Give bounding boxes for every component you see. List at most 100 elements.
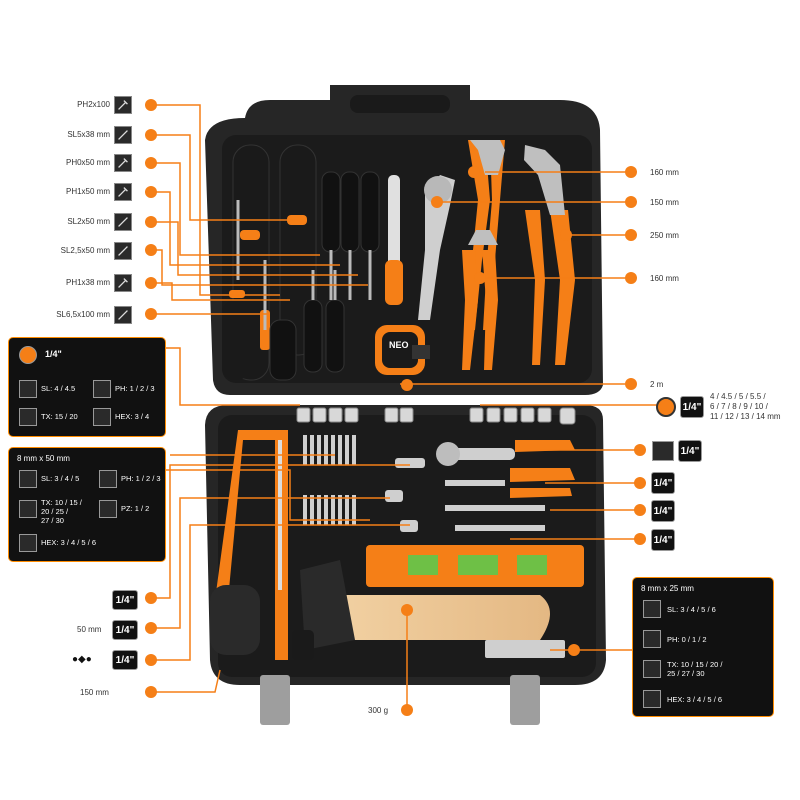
label-sl25x50: SL2,5x50 mm [60, 246, 110, 255]
label-pliers-160-a: 160 mm [650, 168, 679, 177]
hex-bit-icon [643, 690, 661, 708]
bits-panel-1: 1/4" SL: 4 / 4.5 PH: 1 / 2 / 3 TX: 15 / … [8, 337, 166, 437]
label-ph1x38: PH1x38 mm [65, 278, 110, 287]
bits-set [303, 435, 356, 525]
pozidriv-bit-icon [99, 500, 117, 518]
drive-nutdriver-b: 1/4" [651, 500, 675, 522]
label-sl5x38: SL5x38 mm [67, 130, 110, 139]
panel1-sl: SL: 4 / 4.5 [41, 384, 76, 393]
marker-dot [145, 99, 157, 111]
label-tape-length: 2 m [650, 380, 664, 389]
slotted-icon [114, 306, 132, 324]
hex-socket-icon [19, 346, 37, 364]
label-pliers-150: 150 mm [650, 198, 679, 207]
phillips-icon [114, 96, 132, 114]
drive-adapter-b: 1/4" [112, 650, 138, 670]
phillips-bit-icon [643, 630, 661, 648]
panel2-tx: TX: 10 / 15 / 20 / 25 / 27 / 30 [41, 498, 82, 525]
ratchet-icon [652, 441, 674, 461]
panel2-hex: HEX: 3 / 4 / 5 / 6 [41, 538, 97, 547]
label-sl2x50: SL2x50 mm [67, 217, 110, 226]
bits-panel-2: 8 mm x 50 mm SL: 3 / 4 / 5 PH: 1 / 2 / 3… [8, 447, 166, 562]
marker-dot [145, 686, 157, 698]
panel3-hex: HEX: 3 / 4 / 5 / 6 [667, 695, 723, 704]
phillips-bit-icon [99, 470, 117, 488]
marker-dot [625, 272, 637, 284]
socket-sizes: 4 / 4.5 / 5 / 5.5 / 6 / 7 / 8 / 9 / 10 /… [710, 392, 781, 421]
panel2-ph: PH: 1 / 2 / 3 [121, 474, 161, 483]
label-ph2x100: PH2x100 [77, 100, 110, 109]
drive-nutdriver-a: 1/4" [651, 472, 675, 494]
short-bits [485, 640, 565, 658]
pliers-heads [468, 140, 565, 245]
marker-dot [468, 166, 480, 178]
ratchet-and-adapters [385, 440, 575, 532]
marker-dot [634, 504, 646, 516]
marker-dot [634, 477, 646, 489]
panel2-title: 8 mm x 50 mm [17, 454, 70, 463]
marker-dot [625, 378, 637, 390]
panel1-drive: 1/4" [45, 349, 62, 359]
marker-dot [145, 592, 157, 604]
spirit-level [366, 545, 584, 587]
panel1-hex: HEX: 3 / 4 [115, 412, 150, 421]
marker-dot [401, 704, 413, 716]
label-hammer-weight: 300 g [368, 706, 389, 715]
marker-dot [625, 229, 637, 241]
torx-bit-icon [19, 408, 37, 426]
marker-dot [145, 308, 157, 320]
panel3-tx: TX: 10 / 15 / 20 / 25 / 27 / 30 [667, 660, 723, 678]
marker-dot [634, 444, 646, 456]
panel3-ph: PH: 0 / 1 / 2 [667, 635, 707, 644]
socket-adapter-symbol: ●◆● [72, 654, 92, 665]
panel2-sl: SL: 3 / 4 / 5 [41, 474, 80, 483]
label-saw-length: 150 mm [80, 688, 109, 697]
case-latches [260, 675, 540, 725]
label-ph1x50: PH1x50 mm [65, 187, 110, 196]
marker-dot [634, 533, 646, 545]
panel1-tx: TX: 15 / 20 [41, 412, 78, 421]
label-pliers-250: 250 mm [650, 231, 679, 240]
label-sl65x100: SL6,5x100 mm [56, 310, 110, 319]
brand-logo-tape: NEO [389, 340, 409, 350]
marker-dot [145, 622, 157, 634]
marker-dot [401, 604, 413, 616]
hex-bit-icon [19, 534, 37, 552]
slotted-icon [114, 242, 132, 260]
slotted-icon [114, 213, 132, 231]
marker-dot [474, 272, 486, 284]
leader-lines [156, 104, 660, 710]
socket-row [296, 407, 576, 425]
torx-bit-icon [643, 660, 661, 678]
slotted-icon [114, 126, 132, 144]
hacksaw [210, 430, 288, 660]
slotted-bit-icon [19, 470, 37, 488]
marker-dot [145, 186, 157, 198]
marker-dot [145, 157, 157, 169]
marker-dot [625, 166, 637, 178]
label-extension-length: 50 mm [77, 625, 102, 634]
marker-dot [145, 277, 157, 289]
panel1-ph: PH: 1 / 2 / 3 [115, 384, 155, 393]
slotted-bit-icon [643, 600, 661, 618]
label-pliers-160-b: 160 mm [650, 274, 679, 283]
bits-panel-3: 8 mm x 25 mm SL: 3 / 4 / 5 / 6 PH: 0 / 1… [632, 577, 774, 717]
marker-dot [401, 379, 413, 391]
panel3-title: 8 mm x 25 mm [641, 584, 694, 593]
phillips-icon [114, 183, 132, 201]
torx-bit-icon [19, 500, 37, 518]
slotted-bit-icon [19, 380, 37, 398]
marker-dot [560, 229, 572, 241]
marker-dot [431, 196, 443, 208]
hex-bit-icon [93, 408, 111, 426]
marker-dot [568, 644, 580, 656]
marker-dot [145, 216, 157, 228]
marker-dot [145, 129, 157, 141]
drive-extension: 1/4" [651, 529, 675, 551]
marker-dot [145, 654, 157, 666]
marker-dot [145, 244, 157, 256]
label-ph0x50: PH0x50 mm [65, 158, 110, 167]
socket-drive-size: 1/4" [680, 396, 704, 418]
phillips-bit-icon [93, 380, 111, 398]
panel2-pz: PZ: 1 / 2 [121, 504, 150, 513]
